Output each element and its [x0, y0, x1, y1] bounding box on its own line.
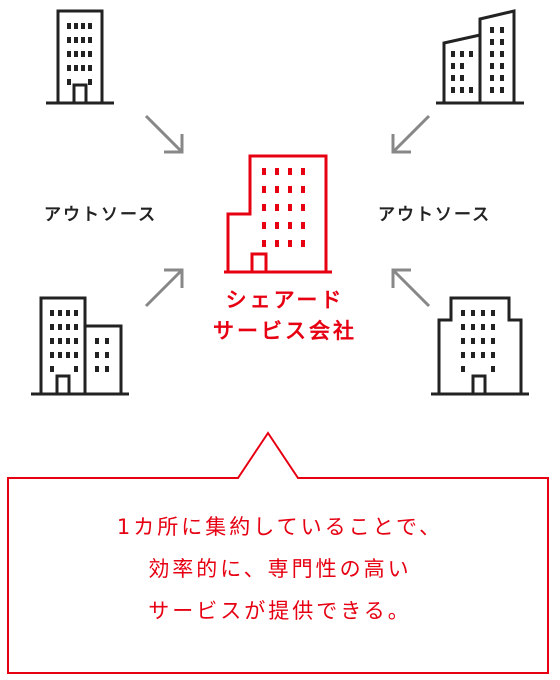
outsource-label-left: アウトソース [44, 205, 158, 225]
shared-service-building-icon [222, 150, 334, 274]
callout-box [0, 425, 560, 680]
shared-service-label-line2: サービス会社 [213, 319, 357, 343]
building-icon-bottom-left [25, 290, 135, 400]
arrow-icon-bottom-right [385, 262, 435, 312]
callout-line-1: 1カ所に集約していることで、 [116, 515, 444, 539]
arrow-icon-top-right [385, 110, 435, 160]
arrow-icon-bottom-left [140, 262, 190, 312]
building-icon-top-right [430, 5, 530, 109]
shared-service-label-line1: シェアード [225, 288, 345, 312]
building-icon-top-left [40, 5, 120, 109]
callout-line-2: 効率的に、専門性の高い [148, 557, 412, 581]
outsource-label-right: アウトソース [378, 205, 492, 225]
arrow-icon-top-left [140, 110, 190, 160]
building-icon-bottom-right [425, 290, 535, 400]
callout-line-3: サービスが提供できる。 [148, 599, 412, 623]
